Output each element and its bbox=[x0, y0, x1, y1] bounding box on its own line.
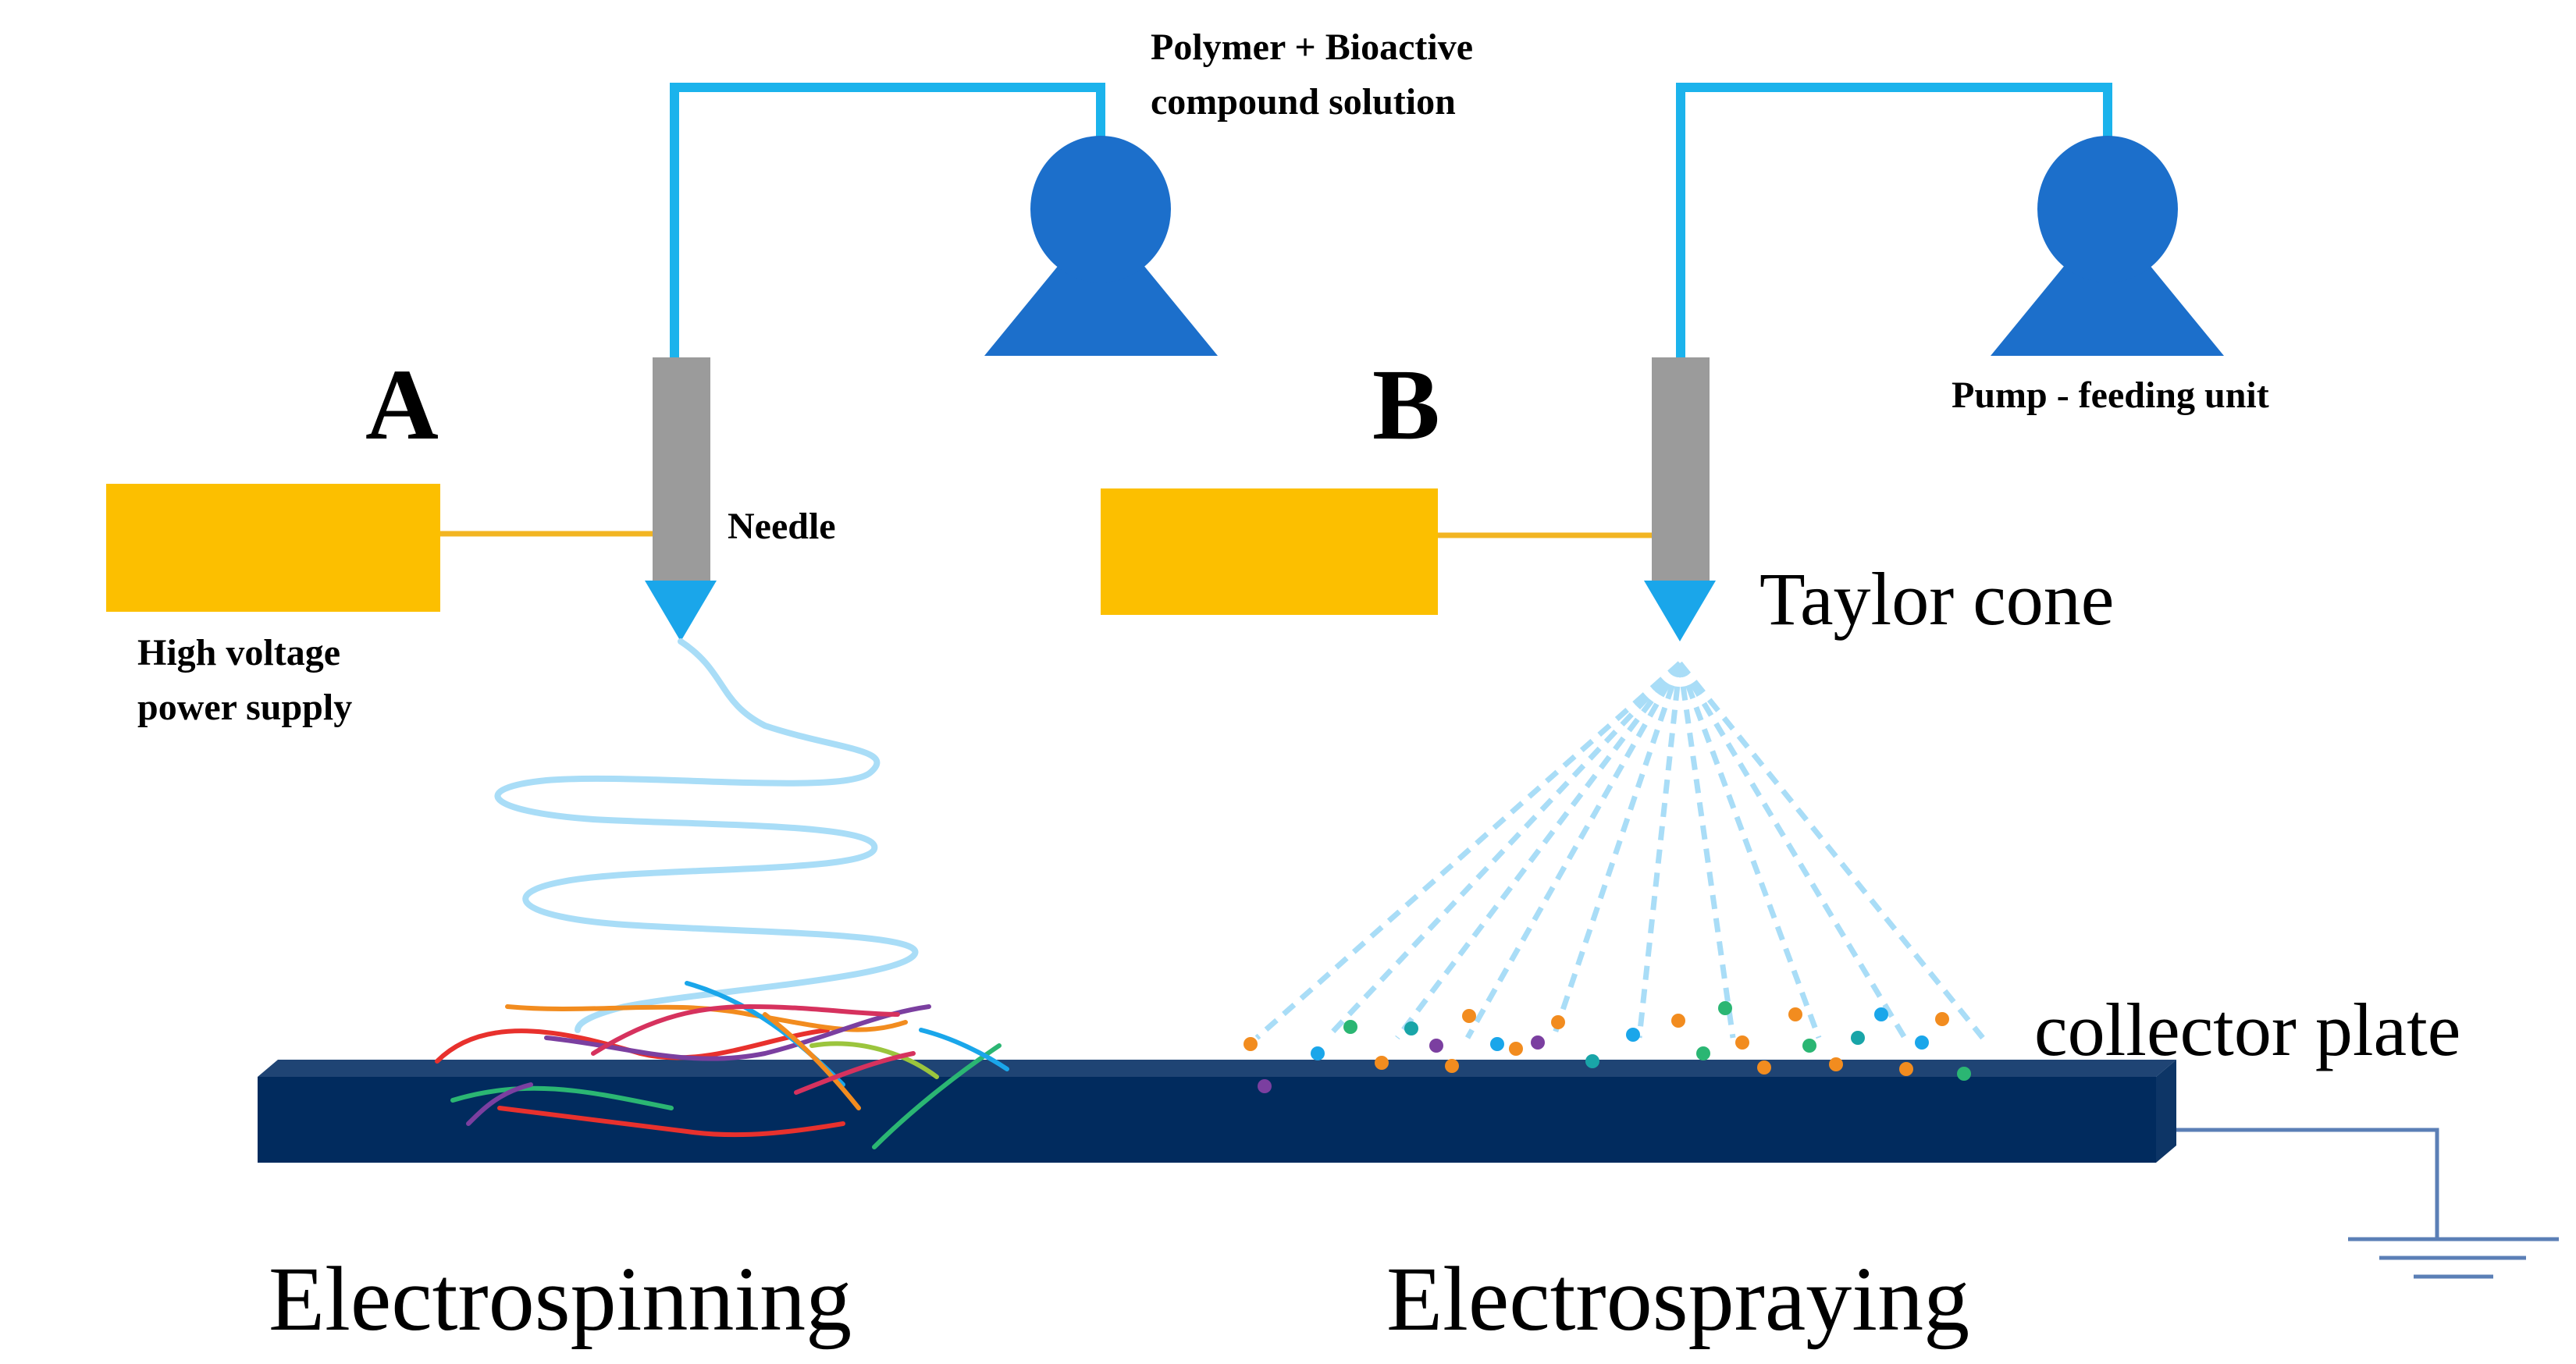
particle bbox=[1244, 1037, 1258, 1051]
particle bbox=[1718, 1001, 1732, 1015]
fiber bbox=[544, 1004, 931, 1061]
solution-label-line2: compound solution bbox=[1151, 81, 1456, 123]
particle bbox=[1531, 1035, 1545, 1050]
particle bbox=[1462, 1009, 1476, 1023]
particle bbox=[1788, 1007, 1802, 1021]
fiber bbox=[794, 1051, 916, 1095]
particle bbox=[1957, 1067, 1971, 1081]
power-supply-label-line2: power supply bbox=[137, 687, 352, 728]
electrospinning-jet bbox=[494, 638, 919, 1033]
fiber bbox=[435, 1028, 830, 1064]
tubing-b bbox=[1676, 83, 2112, 359]
fiber bbox=[450, 1085, 674, 1110]
caption-electrospraying: Electrospraying bbox=[1386, 1248, 1969, 1350]
particle bbox=[1696, 1046, 1710, 1060]
spray-ray bbox=[1677, 662, 1822, 1039]
particle bbox=[1899, 1062, 1913, 1076]
fiber bbox=[763, 1012, 861, 1110]
power-supply-b bbox=[1101, 488, 1438, 615]
particle bbox=[1375, 1056, 1389, 1070]
particle bbox=[1935, 1012, 1949, 1026]
particle bbox=[1490, 1037, 1504, 1051]
panel-letter-a: A bbox=[365, 349, 439, 461]
fiber bbox=[497, 1106, 845, 1138]
particle bbox=[1735, 1035, 1749, 1050]
particle bbox=[1829, 1057, 1843, 1071]
panel-letter-b: B bbox=[1372, 349, 1440, 461]
spray-ray bbox=[1254, 661, 1682, 1040]
spray-ray bbox=[1325, 661, 1682, 1040]
collector-plate-label: collector plate bbox=[2034, 988, 2460, 1071]
particle bbox=[1626, 1028, 1640, 1042]
deposited-fibers bbox=[435, 981, 1009, 1149]
particle bbox=[1311, 1046, 1325, 1060]
taylor-cone-a bbox=[645, 581, 717, 641]
particle bbox=[1851, 1031, 1865, 1045]
pump-label: Pump - feeding unit bbox=[1952, 375, 2269, 416]
particle bbox=[1509, 1042, 1523, 1056]
particle bbox=[1404, 1021, 1418, 1035]
spray-ray bbox=[1550, 662, 1683, 1039]
power-supply-label-line1: High voltage bbox=[137, 632, 340, 673]
fiber bbox=[809, 1041, 939, 1079]
taylor-cone-b bbox=[1644, 581, 1716, 641]
particle bbox=[1585, 1054, 1599, 1068]
taylor-cone-label: Taylor cone bbox=[1759, 557, 2114, 641]
particle bbox=[1915, 1035, 1929, 1050]
fiber bbox=[919, 1028, 1009, 1071]
spray-ray bbox=[1395, 661, 1682, 1040]
collector-plate bbox=[258, 1060, 2176, 1163]
spray-ray bbox=[1677, 662, 1908, 1039]
particle bbox=[1445, 1059, 1459, 1073]
needle-label: Needle bbox=[728, 506, 836, 547]
spray-ray bbox=[1464, 662, 1683, 1039]
particle bbox=[1258, 1079, 1272, 1093]
particle bbox=[1343, 1020, 1357, 1034]
particle bbox=[1757, 1060, 1771, 1075]
particle bbox=[1802, 1039, 1816, 1053]
particle bbox=[1874, 1007, 1888, 1021]
particle bbox=[1429, 1039, 1443, 1053]
pump-icon-a bbox=[984, 136, 1218, 356]
electrospraying-spray bbox=[1254, 661, 1985, 1040]
pump-icon-b bbox=[1991, 136, 2224, 356]
fiber bbox=[872, 1043, 1002, 1149]
solution-label-line1: Polymer + Bioactive bbox=[1151, 27, 1473, 68]
tubing-a bbox=[670, 83, 1105, 359]
fiber bbox=[466, 1082, 533, 1126]
particle bbox=[1551, 1015, 1565, 1029]
fiber bbox=[505, 1004, 908, 1032]
spray-ray bbox=[1636, 662, 1683, 1039]
power-supply-a bbox=[106, 484, 440, 612]
ground-icon bbox=[2176, 1128, 2559, 1279]
needle-b bbox=[1652, 357, 1710, 581]
spray-ray bbox=[1677, 662, 1736, 1039]
needle-a bbox=[653, 357, 710, 581]
caption-electrospinning: Electrospinning bbox=[269, 1248, 852, 1350]
particle bbox=[1671, 1014, 1685, 1028]
fiber bbox=[591, 1003, 900, 1056]
deposited-particles bbox=[1244, 1001, 1971, 1093]
spray-ray bbox=[1678, 661, 1985, 1040]
